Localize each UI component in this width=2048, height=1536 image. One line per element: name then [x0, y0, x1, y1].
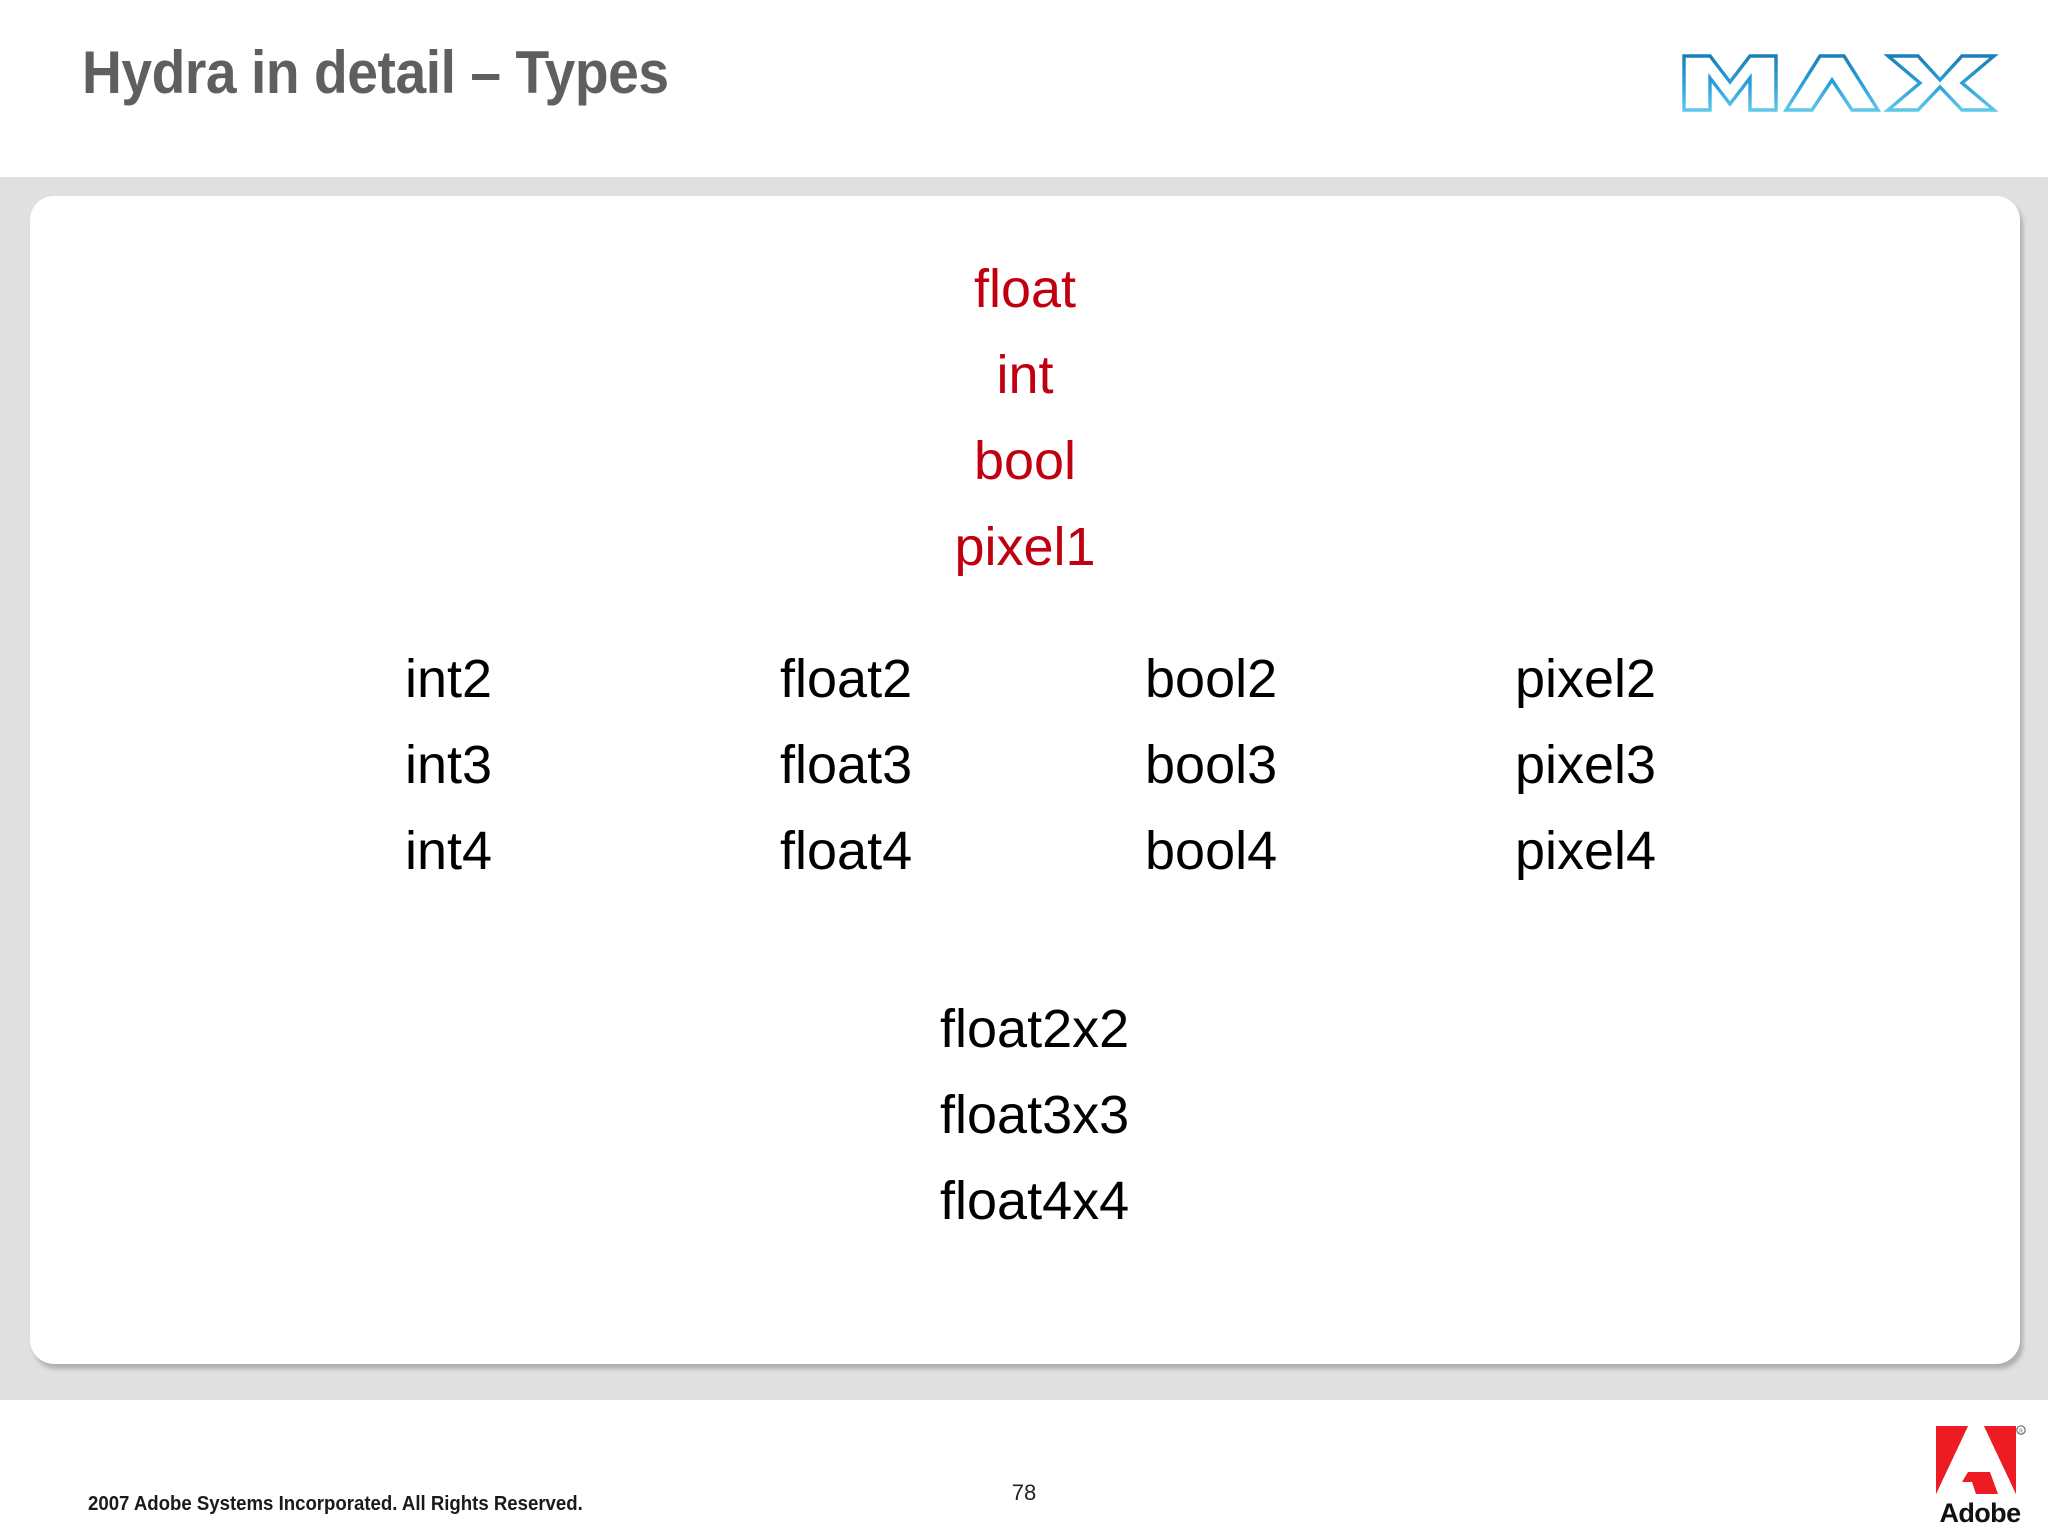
slide-footer: 2007 Adobe Systems Incorporated. All Rig… — [0, 1400, 2048, 1536]
matrix-type-float3x3: float3x3 — [940, 1085, 1130, 1145]
vector-type-int4: int4 — [405, 821, 493, 881]
vector-type-int2: int2 — [405, 649, 493, 709]
vector-type-float2: float2 — [780, 649, 913, 709]
vector-column-pixel: pixel2 pixel3 pixel4 — [1515, 636, 1656, 894]
vector-type-float3: float3 — [780, 735, 913, 795]
vector-type-bool3: bool3 — [1145, 735, 1278, 795]
scalar-types-group: float int bool pixel1 — [30, 246, 2020, 590]
scalar-type-float: float — [973, 259, 1077, 319]
scalar-type-pixel1: pixel1 — [954, 517, 1096, 577]
vector-type-bool2: bool2 — [1145, 649, 1278, 709]
vector-type-pixel2: pixel2 — [1515, 649, 1657, 709]
vector-type-pixel4: pixel4 — [1515, 821, 1657, 881]
matrix-type-float4x4: float4x4 — [940, 1171, 1130, 1231]
vector-type-bool4: bool4 — [1145, 821, 1278, 881]
scalar-type-int: int — [996, 345, 1054, 405]
svg-text:R: R — [2019, 1429, 2023, 1435]
matrix-type-float2x2: float2x2 — [940, 999, 1130, 1059]
vector-type-int3: int3 — [405, 735, 493, 795]
copyright-notice: 2007 Adobe Systems Incorporated. All Rig… — [88, 1493, 583, 1515]
content-panel: float int bool pixel1 int2 int3 int4 flo… — [30, 196, 2020, 1364]
vector-column-bool: bool2 bool3 bool4 — [1145, 636, 1277, 894]
matrix-types-group: float2x2 float3x3 float4x4 — [940, 986, 1129, 1244]
vector-column-float: float2 float3 float4 — [780, 636, 912, 894]
page-title: Hydra in detail – Types — [82, 39, 669, 106]
page-number: 78 — [1011, 1480, 1037, 1505]
vector-types-grid: int2 int3 int4 float2 float3 float4 bool… — [30, 636, 2020, 881]
scalar-type-bool: bool — [973, 431, 1077, 491]
vector-type-float4: float4 — [780, 821, 913, 881]
max-logo — [1672, 30, 2012, 118]
adobe-logo-icon: R Adobe — [1936, 1425, 2026, 1528]
adobe-wordmark: Adobe — [1940, 1498, 2022, 1528]
adobe-logo: R Adobe — [1932, 1422, 2028, 1528]
vector-column-int: int2 int3 int4 — [405, 636, 492, 894]
slide-header: Hydra in detail – Types — [0, 0, 2048, 177]
vector-type-pixel3: pixel3 — [1515, 735, 1657, 795]
max-logo-icon — [1682, 54, 1999, 112]
